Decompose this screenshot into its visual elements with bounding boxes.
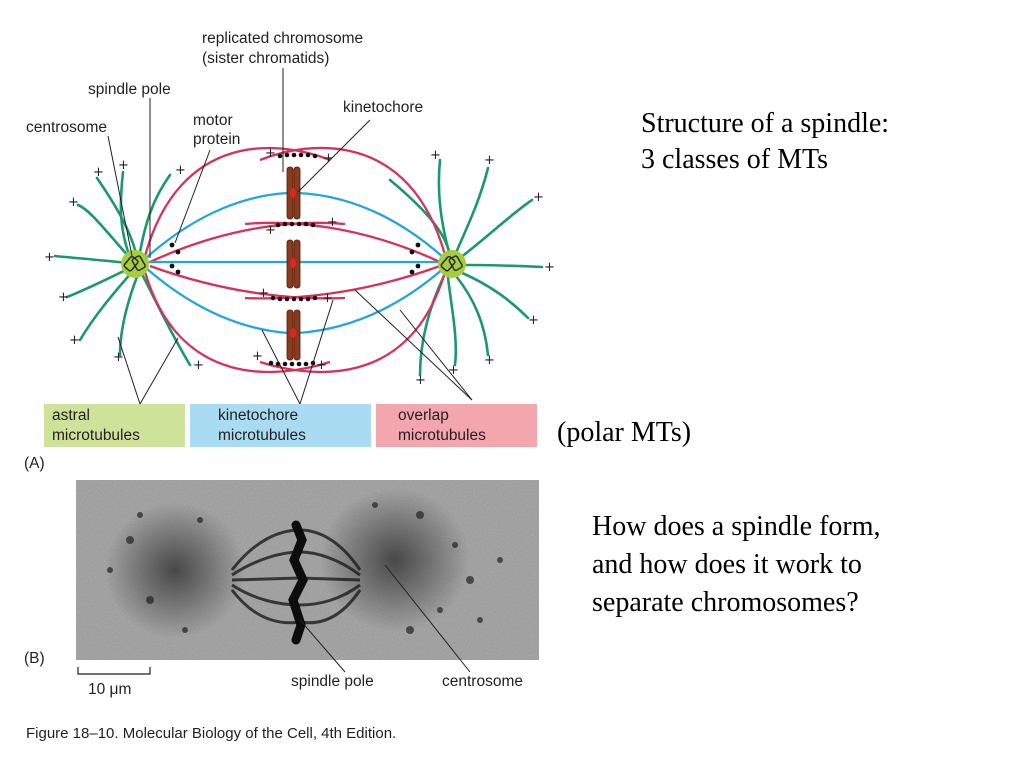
centrosome-left [121,250,149,278]
notes-question-line-1: How does a spindle form, [592,511,881,542]
label-spindle-pole: spindle pole [88,81,171,98]
svg-text:+: + [327,215,338,230]
svg-text:+: + [316,358,327,373]
svg-text:+: + [448,363,459,378]
svg-text:kinetochore: kinetochore [218,407,298,424]
kinetochores [290,188,296,338]
svg-text:+: + [265,223,276,238]
svg-text:+: + [118,158,129,173]
astral-microtubules-right [388,158,544,377]
slide-notes: Structure of a spindle: 3 classes of MTs… [557,108,889,618]
svg-text:+: + [44,250,55,265]
notes-title-line-2: 3 classes of MTs [641,144,828,175]
notes-question-line-2: and how does it work to [592,549,862,580]
notes-polar-mts: (polar MTs) [557,417,691,448]
label-micrograph-spindle-pole: spindle pole [291,673,374,690]
svg-text:+: + [415,373,426,388]
svg-text:+: + [69,333,80,348]
label-replicated-chromosome: replicated chromosome [202,30,363,47]
svg-text:+: + [58,290,69,305]
svg-text:+: + [258,286,269,301]
spindle-diagram: + + + + + + + + + + + + + + + + + + + + … [24,30,555,472]
scale-bar: 10 μm [77,667,151,698]
panel-a-label: (A) [24,455,45,472]
centrosome-right [438,250,466,278]
svg-text:10 μm: 10 μm [88,681,131,698]
motor-proteins-poles [169,242,421,275]
legend-astral: astral microtubules [44,404,185,447]
label-kinetochore: kinetochore [343,99,423,116]
svg-text:+: + [430,148,441,163]
svg-text:+: + [484,153,495,168]
label-motor: motor [193,112,233,129]
chromosomes [286,166,301,361]
svg-text:+: + [265,146,276,161]
svg-text:+: + [175,163,186,178]
plus-end-markers: + + + + + + + + + + + + + + + + + + + + … [44,146,555,388]
svg-text:overlap: overlap [398,407,449,424]
notes-title-line-1: Structure of a spindle: [641,108,889,139]
label-centrosome: centrosome [26,119,107,136]
svg-text:+: + [193,358,204,373]
svg-text:microtubules: microtubules [218,427,306,444]
astral-microtubules-left [53,170,192,367]
svg-text:+: + [533,190,544,205]
svg-text:+: + [528,313,539,328]
panel-b-label: (B) [24,650,45,667]
spindle-micrograph: (B) 10 μm spindle pole centrosome [24,480,539,698]
svg-text:+: + [113,350,124,365]
figure-caption: Figure 18–10. Molecular Biology of the C… [26,725,396,742]
svg-text:+: + [323,151,334,166]
motor-proteins-overlap [268,152,318,367]
legend-kinetochore: kinetochore microtubules [190,404,371,447]
svg-text:+: + [544,260,555,275]
svg-text:+: + [68,195,79,210]
leader-lines [107,68,473,405]
label-micrograph-centrosome: centrosome [442,673,523,690]
svg-text:astral: astral [52,407,90,424]
notes-question-line-3: separate chromosomes? [592,587,859,618]
svg-text:+: + [322,291,333,306]
kinetochore-microtubules [145,191,445,335]
label-protein: protein [193,131,240,148]
micrograph-leader-lines [299,564,471,673]
svg-text:+: + [252,349,263,364]
svg-text:microtubules: microtubules [398,427,486,444]
diagram-labels: replicated chromosome (sister chromatids… [26,30,423,148]
svg-text:microtubules: microtubules [52,427,140,444]
legend-overlap: overlap microtubules [376,404,537,447]
label-sister-chromatids: (sister chromatids) [202,50,329,67]
svg-text:+: + [484,353,495,368]
svg-text:+: + [93,165,104,180]
